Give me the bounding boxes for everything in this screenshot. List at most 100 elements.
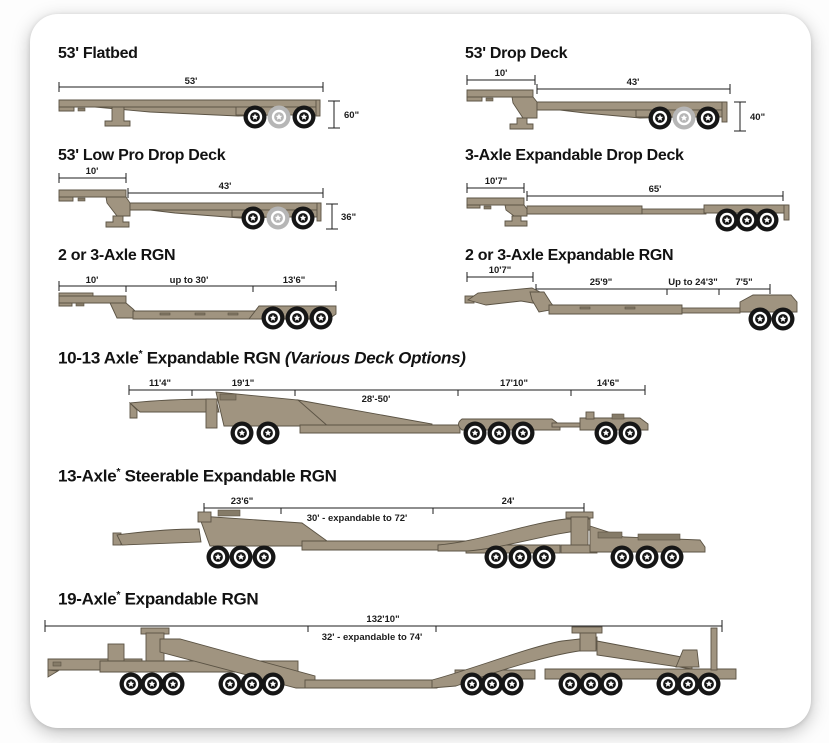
dimension-lines: 10' 43' 40": [466, 68, 765, 132]
title-2-3-axle-rgn: 2 or 3-Axle RGN: [58, 247, 176, 264]
wheel: [532, 545, 556, 569]
dimension-lines: 10' 43' 36": [58, 166, 356, 230]
wheel: [241, 206, 265, 230]
dim-main: 43': [219, 181, 232, 192]
trailer-illustration: [58, 292, 337, 330]
panel-53-flatbed: 53' 60": [58, 76, 359, 129]
trailer-illustration: [58, 99, 321, 129]
title-text: Expandable RGN: [120, 589, 259, 609]
wheel: [243, 105, 267, 129]
wheel: [676, 672, 700, 696]
wheel: [161, 672, 185, 696]
asterisk: *: [138, 348, 143, 360]
wheel: [771, 307, 795, 331]
diagram-card: [30, 14, 811, 728]
trailer-illustration: [47, 626, 737, 696]
title-13-axle-steerable-exp-rgn: 13-Axle* Steerable Expandable RGN: [58, 466, 337, 487]
title-19-axle-exp-rgn: 19-Axle* Expandable RGN: [58, 589, 259, 610]
wheel-far-side: [266, 206, 290, 230]
dim-expand: Up to 24'3": [668, 277, 718, 288]
wheel-far-side: [672, 106, 696, 130]
panel-10-13-axle-expandable-rgn: 11'4" 19'1" 28'-50' 17'10" 14'6": [128, 378, 649, 445]
dim-height: 40": [750, 112, 765, 123]
wheel: [261, 672, 285, 696]
wheel: [599, 672, 623, 696]
wheel: [696, 106, 720, 130]
trailer-illustration: [466, 197, 790, 232]
trailer-illustration: [128, 391, 649, 445]
landing-gear: [504, 215, 528, 227]
dim-front: 10': [86, 275, 99, 286]
dim-d1: 11'4": [149, 378, 171, 389]
wheel: [660, 545, 684, 569]
dimension-lines: 10'7" 65': [466, 176, 784, 201]
wheel: [480, 672, 504, 696]
dim-front: 10'7": [489, 265, 512, 276]
dim-height: 60": [344, 110, 359, 121]
dim-deck: 25'9": [590, 277, 613, 288]
dim-main: 65': [649, 184, 662, 195]
panel-19-axle-expandable-rgn: 132'10" 32' - expandable to 74': [44, 614, 737, 696]
panel-53-low-pro-drop-deck: 10' 43' 36": [58, 166, 356, 230]
dim-rear: 24': [502, 496, 515, 507]
dimension-lines: 132'10" 32' - expandable to 74': [44, 614, 723, 643]
wheel: [291, 206, 315, 230]
title-note: (Various Deck Options): [284, 348, 466, 368]
dim-height: 36": [341, 212, 356, 223]
wheel: [500, 672, 524, 696]
wheel: [594, 421, 618, 445]
dim-front: 23'6": [231, 496, 254, 507]
title-text: 19-Axle: [58, 589, 117, 609]
dimension-lines: 23'6" 24' 30' - expandable to 72': [203, 496, 585, 524]
wheel: [735, 208, 759, 232]
wheel: [484, 545, 508, 569]
wheel-far-side: [267, 105, 291, 129]
wheel: [610, 545, 634, 569]
wheel: [119, 672, 143, 696]
title-53-flatbed: 53' Flatbed: [58, 45, 138, 62]
wheel: [648, 106, 672, 130]
wheel: [715, 208, 739, 232]
panel-2-3-axle-expandable-rgn: 10'7" 25'9" Up to 24'3" 7'5": [464, 265, 798, 331]
wheel: [579, 672, 603, 696]
trailer-illustration: [464, 287, 798, 331]
wheel: [618, 421, 642, 445]
dim-d3: 17'10": [500, 378, 528, 389]
wheel: [140, 672, 164, 696]
dimension-lines: 10' up to 30' 13'6": [58, 275, 337, 292]
wheel: [508, 545, 532, 569]
dim-d4: 14'6": [597, 378, 620, 389]
title-text: Expandable RGN: [142, 348, 285, 368]
dim-deck: 30' - expandable to 72': [307, 513, 408, 524]
wheel: [256, 421, 280, 445]
landing-gear: [509, 117, 534, 130]
dim-deck: 28'-50': [362, 394, 391, 405]
asterisk: *: [116, 466, 121, 478]
wheel: [252, 545, 276, 569]
wheel: [460, 672, 484, 696]
dim-front: 10': [86, 166, 99, 177]
dim-main: 43': [627, 77, 640, 88]
title-10-13-axle-exp-rgn: 10-13 Axle* Expandable RGN (Various Deck…: [58, 348, 466, 369]
wheel: [697, 672, 721, 696]
trailer-illustration: [112, 509, 706, 569]
title-53-low-pro-drop-deck: 53' Low Pro Drop Deck: [58, 147, 226, 164]
panel-53-drop-deck: 10' 43' 40": [466, 68, 765, 132]
title-3-axle-exp-drop-deck: 3-Axle Expandable Drop Deck: [465, 147, 684, 164]
wheel: [463, 421, 487, 445]
trailer-illustration: [58, 189, 322, 230]
wheel: [292, 105, 316, 129]
dim-d2: 19'1": [232, 378, 255, 389]
dim-deck: 32' - expandable to 74': [322, 632, 423, 643]
title-53-drop-deck: 53' Drop Deck: [465, 45, 568, 62]
wheel: [285, 306, 309, 330]
wheel: [309, 306, 333, 330]
title-text: 13-Axle: [58, 466, 117, 486]
wheel: [511, 421, 535, 445]
dimension-lines: 53' 60": [58, 76, 359, 129]
asterisk: *: [116, 589, 121, 601]
landing-gear: [104, 106, 131, 127]
dim-length: 53': [185, 76, 198, 87]
panel-2-3-axle-rgn: 10' up to 30' 13'6": [58, 275, 337, 330]
